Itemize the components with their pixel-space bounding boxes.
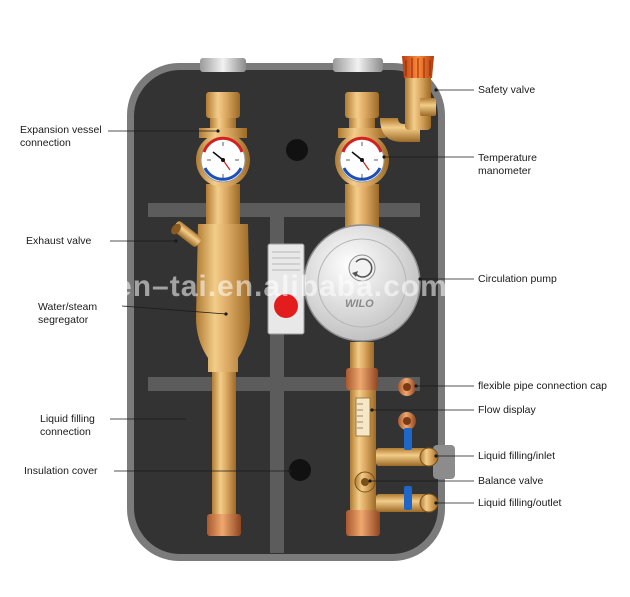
label-expansion-vessel-connection: Expansion vessel connection [20,124,102,150]
label-liquid-filling-connection: Liquid filling connection [40,413,95,439]
watermark: shen–tai.en.alibaba.com [78,270,448,304]
label-exhaust-valve: Exhaust valve [26,235,91,248]
label-safety-valve: Safety valve [478,84,535,97]
label-flexible-pipe-connection-cap: flexible pipe connection cap [478,380,607,393]
label-temperature-manometer: Temperature manometer [478,152,537,178]
label-water-steam-segregator: Water/steam segregator [38,301,97,327]
label-insulation-cover: Insulation cover [24,465,98,478]
label-circulation-pump: Circulation pump [478,273,557,286]
label-liquid-filling-outlet: Liquid filling/outlet [478,497,561,510]
label-balance-valve: Balance valve [478,475,543,488]
label-flow-display: Flow display [478,404,536,417]
right-temperature-gauge [335,133,389,187]
label-liquid-filling-inlet: Liquid filling/inlet [478,450,555,463]
balance-valve [355,472,375,492]
left-temperature-gauge [196,133,250,187]
